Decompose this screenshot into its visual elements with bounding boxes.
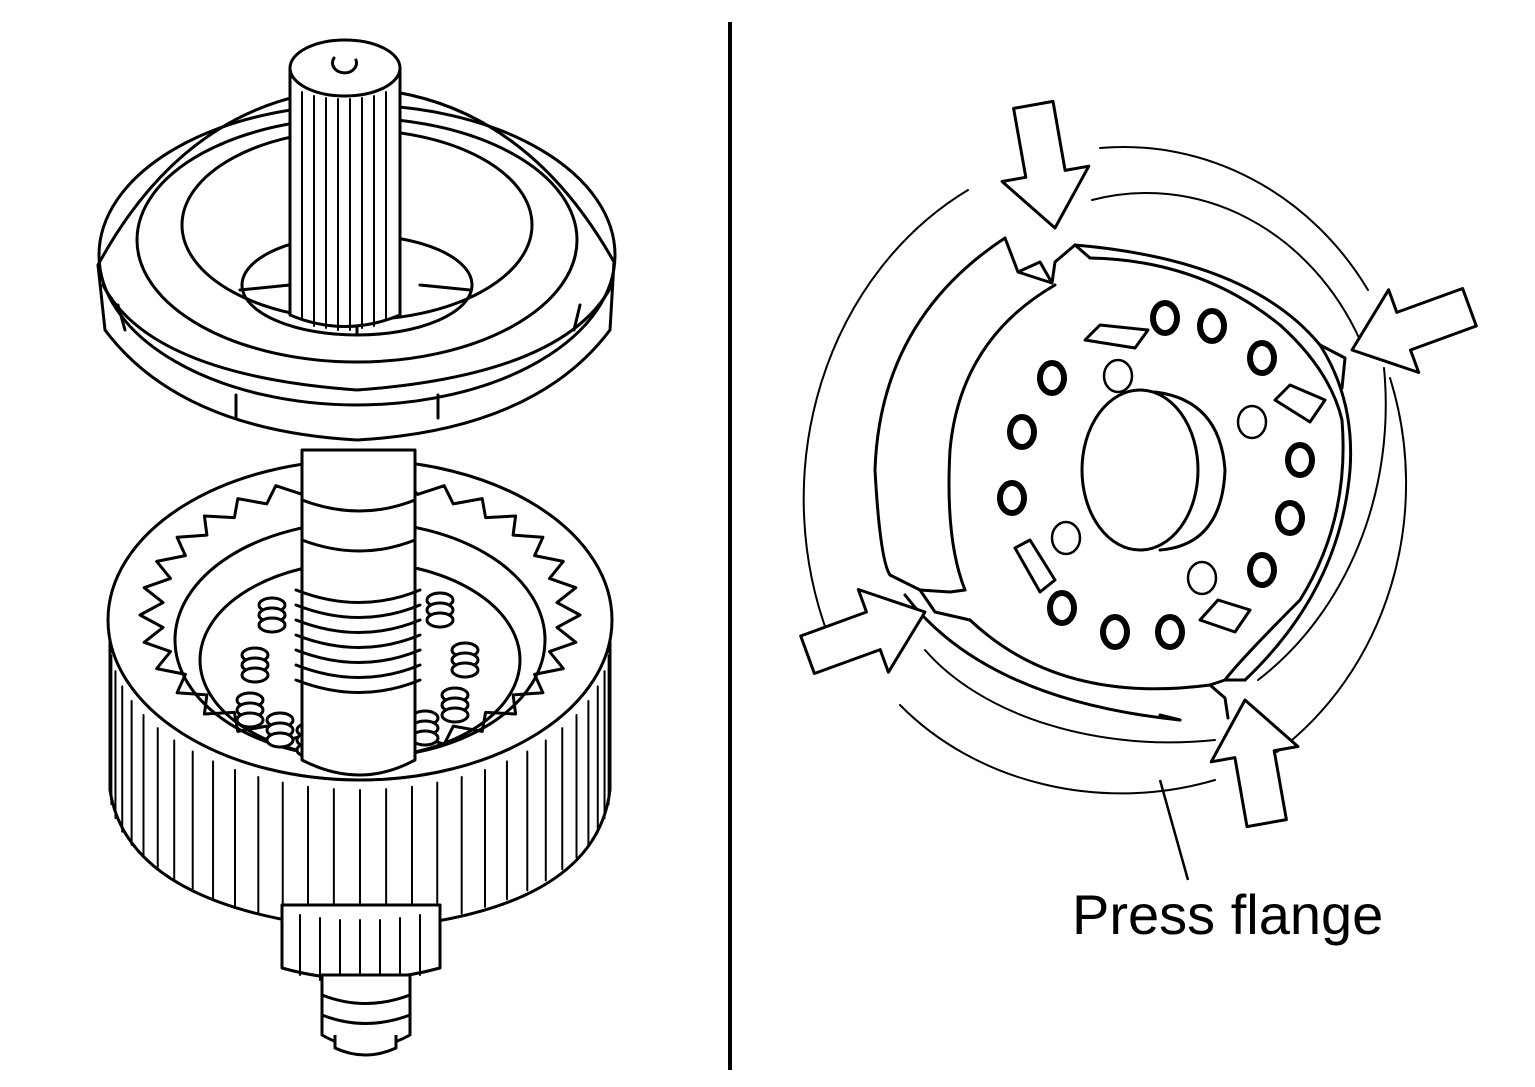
- spring: [440, 686, 470, 724]
- bolt-hole: [1285, 442, 1315, 478]
- drum-teeth-outline: [138, 473, 582, 757]
- oil-passages: [1013, 323, 1327, 634]
- bolt-hole: [1007, 414, 1037, 450]
- bolt-hole: [1247, 552, 1277, 588]
- bolt-hole: [1150, 300, 1180, 336]
- bolt-hole: [1047, 590, 1077, 626]
- center-bore: [1080, 388, 1227, 552]
- spring: [425, 591, 455, 629]
- press-arrows: [799, 99, 1478, 829]
- bolt-hole: [1037, 360, 1067, 396]
- input-shaft-top: [288, 38, 402, 331]
- spring: [450, 641, 480, 679]
- bolt-hole: [997, 480, 1027, 516]
- spring: [257, 596, 287, 634]
- press-arrow-icon: [1209, 698, 1300, 829]
- clutch-assembly-illustration: [96, 38, 617, 1057]
- bolt-hole: [1275, 500, 1305, 536]
- callout-leader-line: [1158, 779, 1190, 881]
- flange-body: [873, 236, 1353, 722]
- press-flange-detail: [799, 99, 1478, 881]
- spring: [235, 691, 265, 729]
- drum-hub: [280, 903, 442, 1057]
- press-arrow-icon: [1000, 99, 1091, 230]
- press-flange-label: Press flange: [1072, 883, 1384, 946]
- bolt-hole: [1100, 614, 1130, 650]
- spring: [240, 646, 270, 684]
- bolt-holes: [997, 300, 1315, 650]
- press-arrow-icon: [1350, 287, 1478, 374]
- spring: [265, 711, 295, 749]
- bolt-hole: [1197, 308, 1227, 344]
- press-arrow-icon: [799, 588, 927, 675]
- flange-outer-rings: [802, 145, 1408, 795]
- bolt-hole: [1155, 614, 1185, 650]
- input-shaft-lower: [294, 448, 422, 777]
- bolt-hole: [1247, 340, 1277, 376]
- drum-splines: [109, 639, 611, 926]
- drum-teeth: [138, 473, 582, 757]
